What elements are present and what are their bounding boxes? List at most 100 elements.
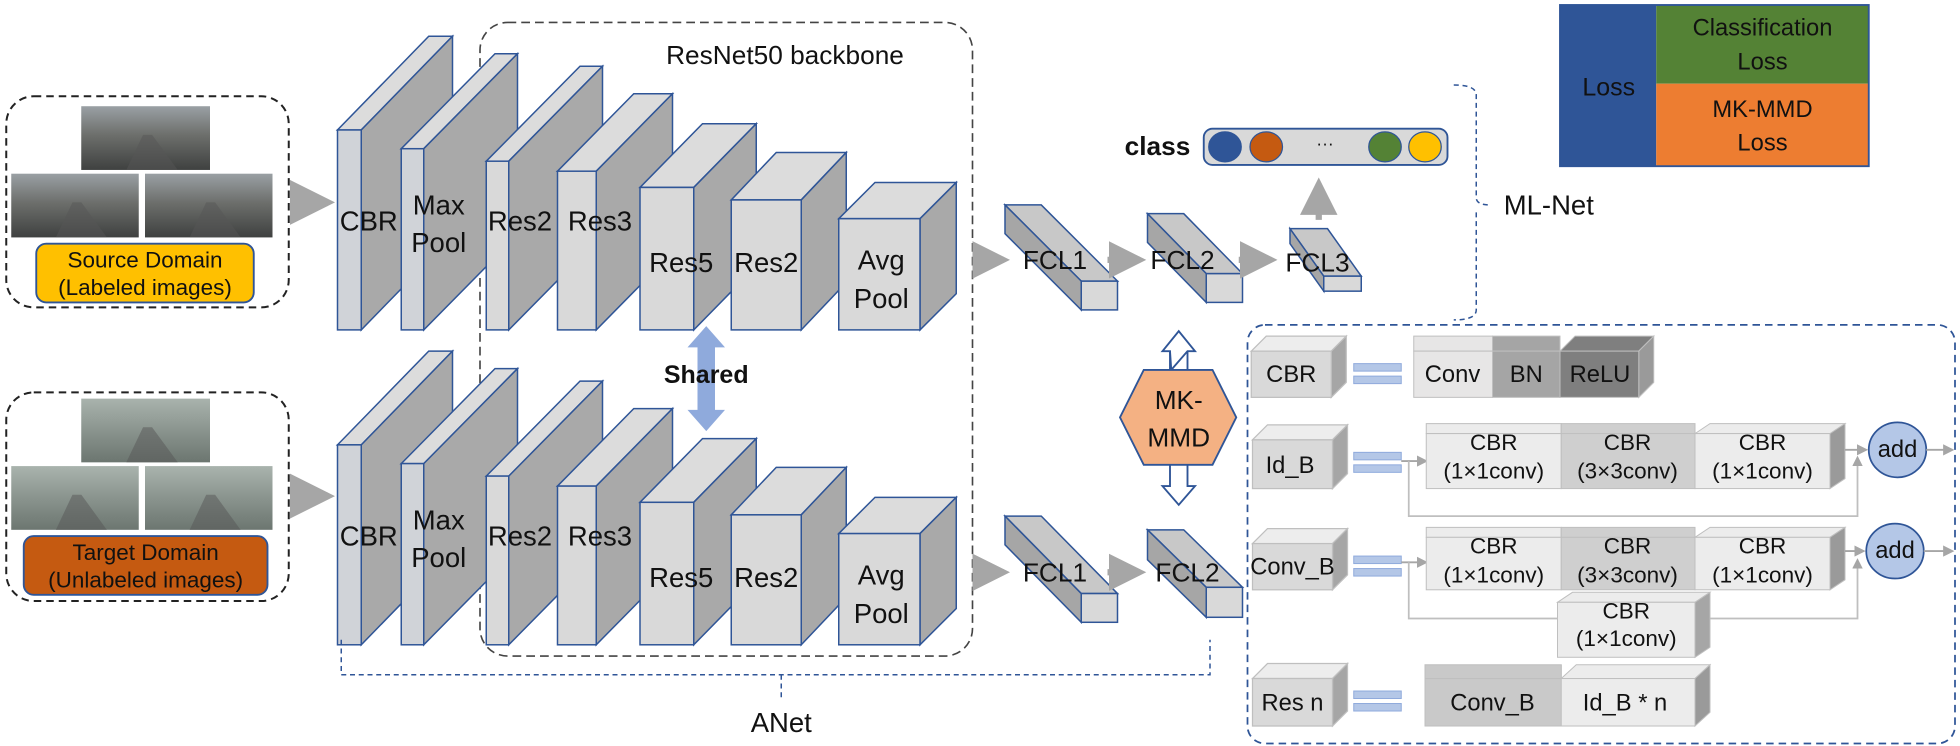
road bbox=[55, 202, 107, 238]
block-front-face bbox=[485, 160, 510, 331]
mkmmd-up-arrow-shaft bbox=[1169, 351, 1189, 370]
conv-b-part-label: CBR bbox=[1739, 534, 1786, 559]
target-domain-subtitle: (Unlabeled images) bbox=[48, 567, 243, 592]
shared-label: Shared bbox=[664, 361, 749, 389]
cbr-part bbox=[1492, 335, 1561, 398]
backbone-label: ResNet50 backbone bbox=[666, 40, 904, 70]
mkmmd-label: MMD bbox=[1147, 422, 1210, 452]
block-front-face bbox=[1080, 592, 1119, 624]
anet-label: ANet bbox=[751, 707, 812, 738]
source-block-label: Res5 bbox=[649, 247, 713, 278]
cbr-part bbox=[1558, 334, 1655, 399]
class-circle bbox=[1208, 131, 1242, 163]
res-n-part bbox=[1424, 664, 1562, 727]
shared-double-arrow bbox=[687, 326, 725, 432]
class-circle bbox=[1249, 131, 1284, 163]
block-front-face bbox=[1205, 586, 1244, 619]
conv-b-part bbox=[1693, 526, 1847, 591]
module-legend-box bbox=[1246, 324, 1956, 745]
block-front-face bbox=[1694, 536, 1831, 591]
bottom-fc-layer bbox=[1003, 514, 1120, 625]
block-front-face bbox=[1557, 601, 1696, 658]
legend-res-n-block bbox=[1250, 662, 1350, 728]
class-ellipsis: ··· bbox=[1316, 134, 1333, 154]
block-side-face bbox=[1829, 526, 1846, 591]
classification-loss-label: Loss bbox=[1737, 49, 1787, 75]
block-top-face bbox=[1250, 424, 1350, 441]
bottom-fc-label: FCL1 bbox=[1023, 557, 1087, 587]
conv-b-shortcut-label: CBR bbox=[1603, 599, 1650, 624]
equals-bar bbox=[1353, 690, 1402, 700]
conv-b-part-label: CBR bbox=[1470, 534, 1517, 559]
mkmmd-loss-label: Loss bbox=[1737, 131, 1787, 157]
block-front-face bbox=[838, 532, 921, 646]
mkmmd-label: MK- bbox=[1155, 385, 1203, 415]
block-front-face bbox=[1559, 350, 1640, 398]
block-side-face bbox=[1829, 422, 1846, 490]
target-block-label: Res2 bbox=[488, 521, 552, 552]
top-fc-layer bbox=[1003, 203, 1120, 312]
id-b-part-label: (3×3conv) bbox=[1577, 459, 1678, 484]
mkmmd-hexagon bbox=[1118, 368, 1238, 466]
block-front-face bbox=[336, 129, 362, 331]
road bbox=[189, 494, 241, 530]
source-block-label: Avg bbox=[858, 244, 905, 275]
source-block-label: Max bbox=[413, 189, 465, 220]
target-block-2 bbox=[484, 379, 605, 647]
block-front-face bbox=[556, 485, 597, 646]
id-b-part bbox=[1693, 422, 1847, 490]
class-circle bbox=[1408, 131, 1442, 163]
legend-cbr-name: CBR bbox=[1266, 362, 1316, 388]
block-front-face bbox=[1205, 272, 1244, 304]
class-label: class bbox=[1125, 131, 1191, 161]
add-label: add bbox=[1875, 538, 1915, 564]
top-fc-layer bbox=[1288, 226, 1363, 294]
block-top-face bbox=[1559, 664, 1712, 680]
block-front-face bbox=[1080, 280, 1119, 311]
target-block-label: Max bbox=[413, 504, 465, 535]
classification-loss-label: Classification bbox=[1693, 16, 1833, 42]
block-top-face bbox=[1250, 662, 1350, 680]
target-block-label: Pool bbox=[411, 542, 466, 573]
legend-res-n-name: Res n bbox=[1261, 691, 1323, 717]
res-n-part-label: Conv_B bbox=[1450, 691, 1534, 717]
block-front-face bbox=[838, 217, 921, 331]
loss-label: Loss bbox=[1582, 73, 1635, 101]
conv-b-part bbox=[1560, 526, 1696, 591]
top-fc-label: FCL1 bbox=[1023, 245, 1087, 275]
legend-id-b-name: Id_B bbox=[1266, 453, 1315, 479]
equals-bar bbox=[1353, 464, 1402, 473]
block-front-face bbox=[400, 147, 425, 331]
target-block-label: CBR bbox=[340, 521, 398, 552]
res-n-part-label: Id_B * n bbox=[1583, 691, 1667, 717]
block-front-face bbox=[485, 475, 510, 646]
equals-bar bbox=[1353, 451, 1402, 461]
top-fc-layer bbox=[1145, 211, 1245, 305]
top-fc-label: FCL3 bbox=[1285, 247, 1349, 277]
equals-bar bbox=[1353, 375, 1402, 385]
conv-b-part-label: CBR bbox=[1604, 534, 1651, 559]
block-front-face bbox=[1560, 536, 1696, 591]
mkmmd-up-arrow bbox=[1160, 329, 1197, 373]
ml-net-bracket bbox=[1453, 84, 1491, 321]
id-b-skip-connection bbox=[1407, 455, 1863, 517]
res-n-part bbox=[1559, 663, 1712, 728]
bottom-fc-label: FCL2 bbox=[1155, 557, 1219, 587]
block-front-face bbox=[1251, 677, 1334, 727]
id-b-part-label: (1×1conv) bbox=[1443, 459, 1544, 484]
source-block-label: Pool bbox=[411, 227, 466, 258]
target-block-label: Res2 bbox=[734, 562, 798, 593]
block-front-face bbox=[1425, 536, 1562, 591]
block-front-face bbox=[556, 170, 597, 331]
road bbox=[126, 427, 178, 463]
target-domain-title: Target Domain bbox=[73, 540, 219, 565]
block-front-face bbox=[639, 501, 695, 646]
block-front-face bbox=[1323, 275, 1362, 292]
block-top-face bbox=[1413, 335, 1493, 352]
block-front-face bbox=[1251, 542, 1334, 591]
legend-conv-b-name: Conv_B bbox=[1250, 554, 1334, 580]
block-front-face bbox=[1251, 439, 1334, 490]
source-block-5 bbox=[729, 150, 848, 332]
target-block-1 bbox=[399, 366, 520, 647]
block-top-face bbox=[1424, 664, 1562, 680]
